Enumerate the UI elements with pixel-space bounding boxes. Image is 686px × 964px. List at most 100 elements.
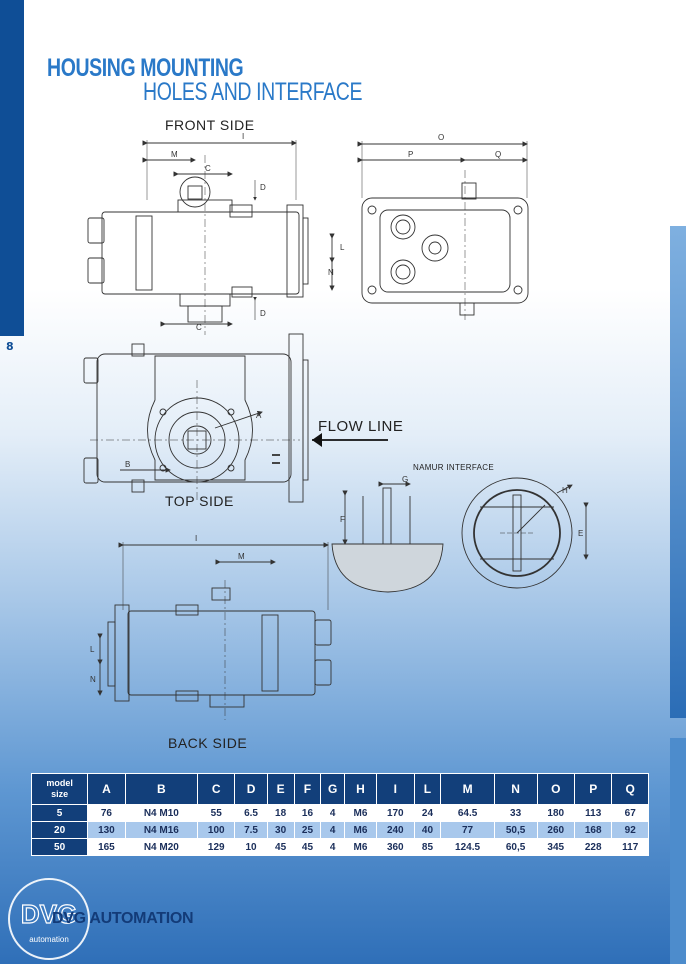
table-cell: 67 — [611, 804, 649, 822]
table-cell: 92 — [611, 821, 649, 839]
svg-text:B: B — [125, 460, 130, 469]
column-header: B — [124, 773, 199, 805]
column-header: Q — [611, 773, 649, 805]
right-accent-bar — [670, 226, 686, 718]
back-side-label: BACK SIDE — [168, 735, 248, 751]
front-side-drawing: M C I D C D L N — [87, 132, 345, 335]
table-cell: 16 — [293, 804, 322, 822]
column-header: A — [87, 773, 126, 805]
table-cell: 4 — [320, 838, 345, 856]
left-accent-bar — [0, 0, 24, 336]
header-size: size — [51, 789, 69, 799]
svg-text:M: M — [238, 552, 245, 561]
svg-text:N: N — [90, 675, 96, 684]
namur-interface-label: NAMUR INTERFACE — [413, 463, 494, 472]
column-header: H — [343, 773, 378, 805]
table-cell: 10 — [234, 838, 268, 856]
technical-drawings: M C I D C D L N O P Q — [83, 132, 589, 720]
table-cell: 76 — [87, 804, 126, 822]
model-size-header: model size — [30, 773, 89, 805]
table-cell: 85 — [413, 838, 442, 856]
svg-text:I: I — [242, 132, 244, 141]
table-cell: 55 — [196, 804, 236, 822]
table-cell: 20 — [30, 821, 89, 839]
end-side-drawing: O P Q — [357, 133, 529, 320]
logo-text: DVG — [21, 899, 77, 929]
table-cell: 240 — [376, 821, 415, 839]
table-cell: 4 — [320, 804, 345, 822]
svg-text:C: C — [205, 164, 211, 173]
svg-text:P: P — [408, 150, 413, 159]
brand-name: DVG AUTOMATION — [52, 910, 194, 927]
header-model: model — [46, 778, 73, 788]
logo-subtext: automation — [29, 935, 69, 944]
page-title-line2: HOLES AND INTERFACE — [143, 78, 363, 106]
column-header: O — [536, 773, 575, 805]
table-cell: 228 — [573, 838, 613, 856]
svg-text:Q: Q — [495, 150, 501, 159]
table-cell: 45 — [293, 838, 322, 856]
right-accent-bar-lower — [670, 738, 686, 964]
flow-line-label: FLOW LINE — [318, 418, 404, 435]
svg-text:A: A — [256, 411, 262, 420]
column-header: E — [266, 773, 295, 805]
table-cell: 180 — [536, 804, 575, 822]
spec-table: model size A B C D E F G H I L M N O P Q… — [30, 773, 649, 856]
svg-text:C: C — [196, 323, 202, 332]
page-title-line1: HOUSING MOUNTING — [47, 54, 244, 82]
table-cell: M6 — [343, 838, 378, 856]
svg-text:M: M — [171, 150, 178, 159]
top-side-label: TOP SIDE — [165, 493, 234, 509]
table-cell: 45 — [266, 838, 295, 856]
table-cell: 4 — [320, 821, 345, 839]
table-cell: 7.5 — [234, 821, 268, 839]
table-cell: N4 M10 — [124, 804, 199, 822]
front-side-label: FRONT SIDE — [165, 117, 255, 133]
table-cell: 260 — [536, 821, 575, 839]
column-header: D — [234, 773, 268, 805]
column-header: F — [293, 773, 322, 805]
page-number: 8 — [6, 340, 14, 353]
table-cell: 60,5 — [493, 838, 538, 856]
column-header: P — [573, 773, 613, 805]
svg-text:H: H — [562, 486, 568, 495]
table-cell: 100 — [196, 821, 236, 839]
table-cell: 50 — [30, 838, 89, 856]
back-side-drawing: I M L N — [90, 534, 332, 720]
table-cell: N4 M16 — [124, 821, 199, 839]
svg-text:G: G — [402, 475, 408, 484]
table-cell: 18 — [266, 804, 295, 822]
svg-text:N: N — [328, 268, 334, 277]
svg-text:L: L — [90, 645, 95, 654]
table-cell: 129 — [196, 838, 236, 856]
svg-text:I: I — [195, 534, 197, 543]
table-cell: 33 — [493, 804, 538, 822]
table-cell: 124.5 — [440, 838, 495, 856]
table-cell: 168 — [573, 821, 613, 839]
column-header: L — [413, 773, 442, 805]
column-header: I — [376, 773, 415, 805]
table-cell: 30 — [266, 821, 295, 839]
table-cell: M6 — [343, 821, 378, 839]
top-side-drawing: A B — [83, 333, 388, 503]
table-cell: 6.5 — [234, 804, 268, 822]
svg-text:O: O — [438, 133, 444, 142]
table-cell: 25 — [293, 821, 322, 839]
svg-text:F: F — [340, 515, 345, 524]
table-row: 5 76 N4 M10 55 6.5 18 16 4 M6 170 24 64.… — [30, 804, 649, 822]
table-cell: 165 — [87, 838, 126, 856]
table-cell: N4 M20 — [124, 838, 199, 856]
table-cell: 64.5 — [440, 804, 495, 822]
table-cell: 113 — [573, 804, 613, 822]
column-header: M — [440, 773, 495, 805]
column-header: G — [320, 773, 345, 805]
table-cell: 170 — [376, 804, 415, 822]
column-header: N — [493, 773, 538, 805]
table-row: 50 165 N4 M20 129 10 45 45 4 M6 360 85 1… — [30, 838, 649, 856]
dvg-logo: DVG automation — [8, 878, 90, 960]
table-cell: 5 — [30, 804, 89, 822]
table-cell: 360 — [376, 838, 415, 856]
svg-text:D: D — [260, 309, 266, 318]
table-row: 20 130 N4 M16 100 7.5 30 25 4 M6 240 40 … — [30, 821, 649, 839]
table-cell: 77 — [440, 821, 495, 839]
